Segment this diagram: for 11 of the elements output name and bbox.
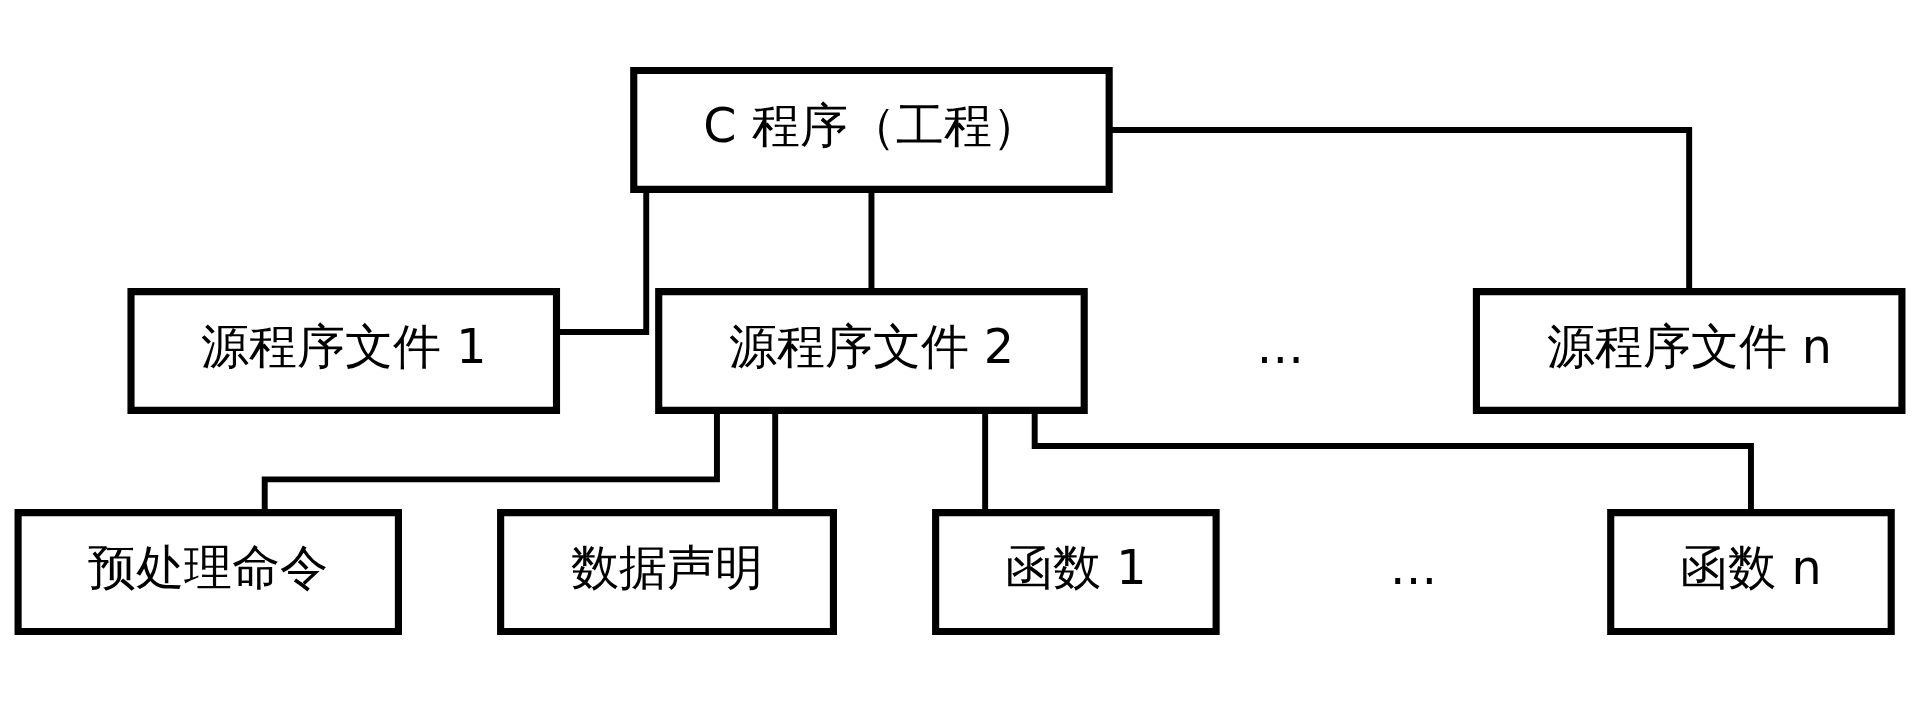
node-box: 源程序文件 n xyxy=(1472,288,1906,414)
node-box: 源程序文件 1 xyxy=(127,288,561,414)
node-box: 预处理命令 xyxy=(14,509,402,636)
label: … xyxy=(1256,318,1305,374)
node-box: C 程序（工程） xyxy=(630,66,1113,193)
node-box: 数据声明 xyxy=(497,509,837,636)
node-box: 源程序文件 2 xyxy=(655,288,1088,414)
label: … xyxy=(1389,539,1438,595)
node-box: 函数 1 xyxy=(932,509,1220,636)
node-box: 函数 n xyxy=(1607,509,1895,636)
connector xyxy=(1110,126,1693,291)
